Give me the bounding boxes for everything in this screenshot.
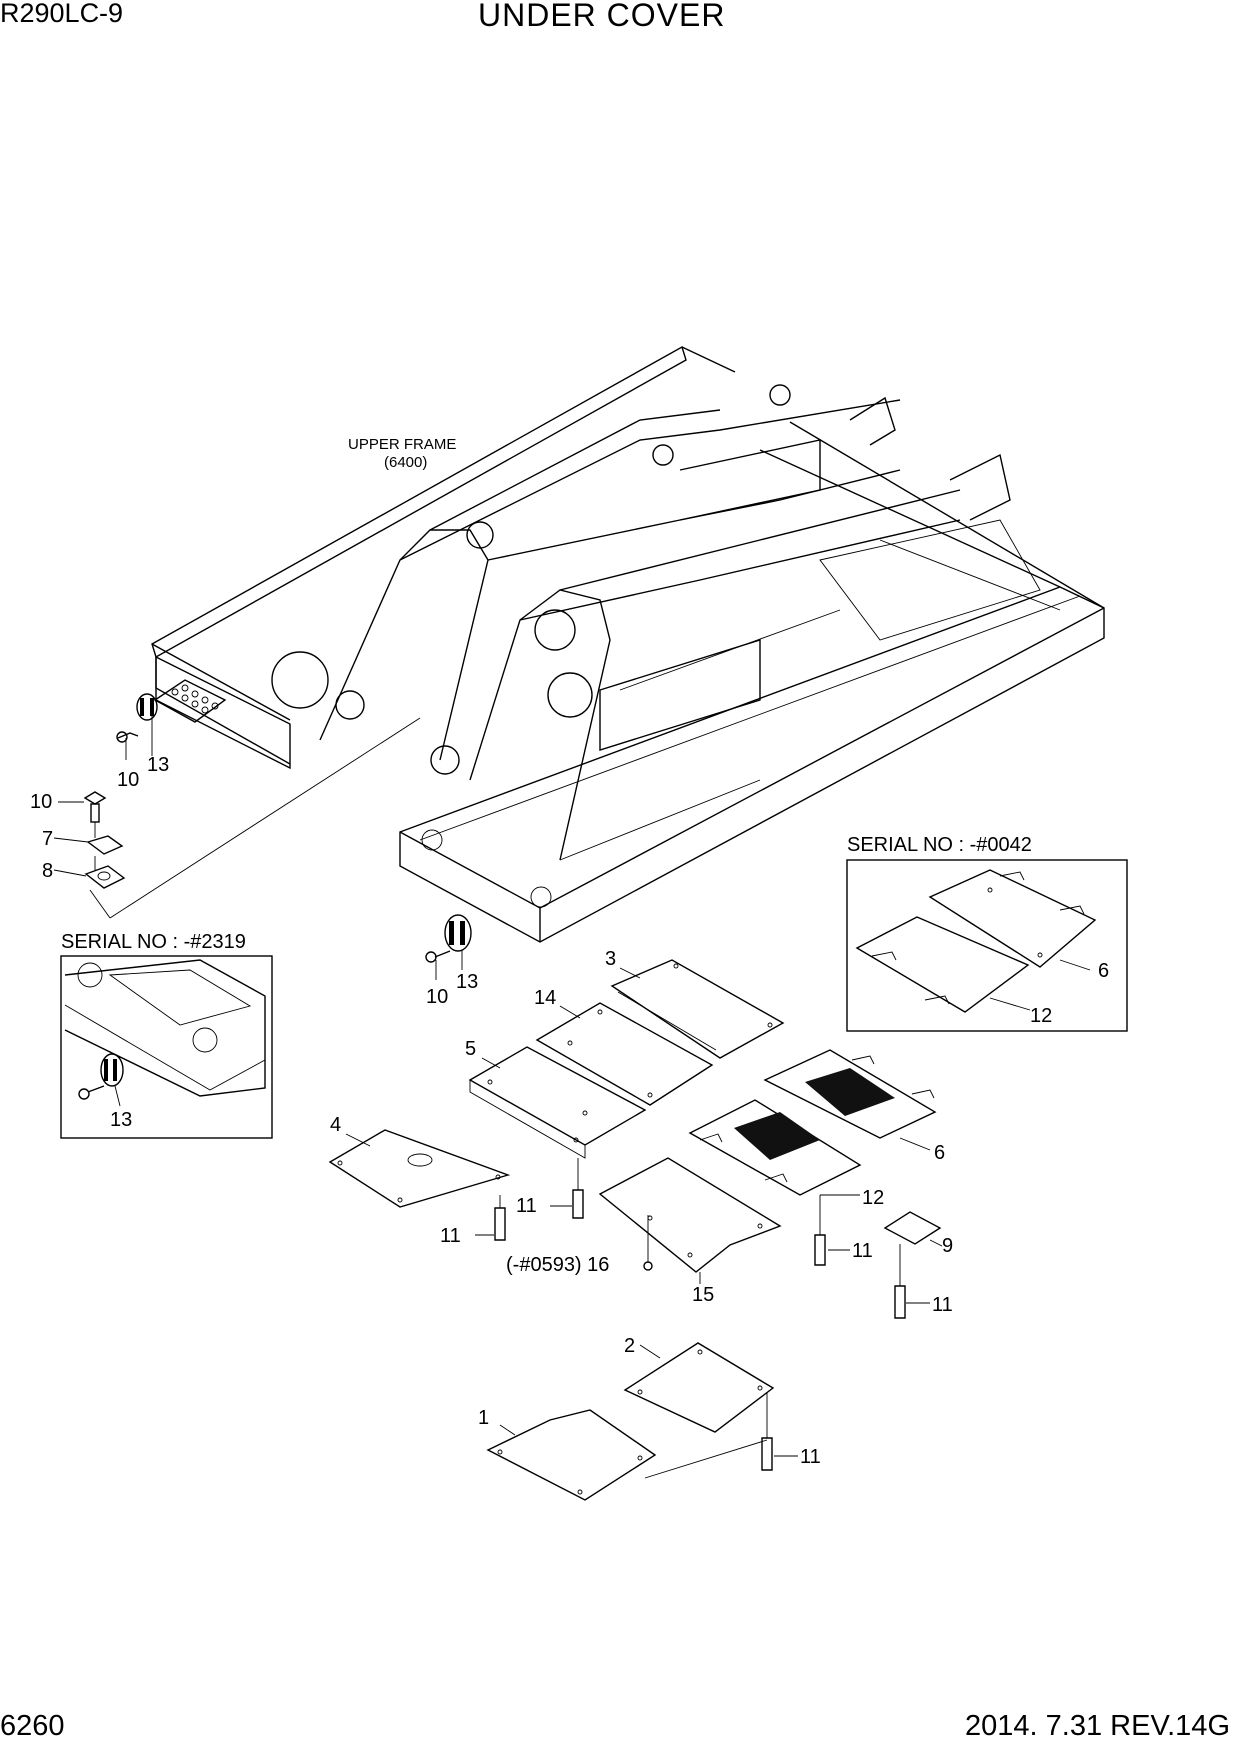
cover-6 xyxy=(763,1049,937,1151)
callout-12-inset: 12 xyxy=(1030,1005,1052,1027)
callout-7: 7 xyxy=(42,828,53,850)
page-number: 6260 xyxy=(0,1710,65,1742)
callout-6-inset: 6 xyxy=(1098,960,1109,982)
page-title: UNDER COVER xyxy=(478,0,726,33)
callout-10: 10 xyxy=(117,769,139,791)
callout-11-b: 11 xyxy=(440,1225,461,1247)
callout-4: 4 xyxy=(330,1114,341,1136)
inset-right-label: SERIAL NO : -#0042 xyxy=(847,834,1032,856)
cover-14 xyxy=(535,1002,714,1106)
cover-4 xyxy=(328,1129,511,1208)
rear-grommet-group xyxy=(425,914,472,980)
upper-frame-code: (6400) xyxy=(384,454,427,471)
callout-11-a: 11 xyxy=(516,1195,537,1217)
callout-10-rear: 10 xyxy=(426,986,448,1008)
cover-15 xyxy=(598,1157,782,1284)
callout-8: 8 xyxy=(42,860,53,882)
callout-13-inset: 13 xyxy=(110,1109,132,1131)
callout-15: 15 xyxy=(692,1284,714,1306)
step-holes xyxy=(171,684,219,714)
inset-left-label: SERIAL NO : -#2319 xyxy=(61,931,246,953)
callout-14: 14 xyxy=(534,987,556,1009)
callout-5: 5 xyxy=(465,1038,476,1060)
callout-11-e: 11 xyxy=(800,1446,821,1468)
cover-1 xyxy=(486,1409,657,1501)
cover-3 xyxy=(610,959,785,1059)
left-plate-stack xyxy=(83,717,421,919)
inset-left xyxy=(60,955,273,1139)
bracket-9 xyxy=(883,1211,943,1286)
callout-13: 13 xyxy=(147,754,169,776)
callout-12: 12 xyxy=(862,1187,884,1209)
callout-11-d: 11 xyxy=(932,1294,953,1316)
front-grommet-group xyxy=(116,693,158,760)
cover-5 xyxy=(468,1046,647,1159)
upper-frame-assembly: UPPER FRAME (6400) xyxy=(151,345,1105,943)
cover-12 xyxy=(688,1099,862,1196)
callout-11-c: 11 xyxy=(852,1240,873,1262)
callout-16: (-#0593) 16 xyxy=(506,1254,609,1276)
upper-frame-label: UPPER FRAME xyxy=(348,436,456,453)
callout-10-top: 10 xyxy=(30,791,52,813)
callout-1: 1 xyxy=(478,1407,489,1429)
callout-2: 2 xyxy=(624,1335,635,1357)
callout-13-rear: 13 xyxy=(456,971,478,993)
model-number: R290LC-9 xyxy=(0,0,124,28)
revision-date: 2014. 7.31 REV.14G xyxy=(965,1710,1230,1742)
cover-2 xyxy=(623,1342,775,1433)
callout-3: 3 xyxy=(605,948,616,970)
bolts-11 xyxy=(494,1158,906,1479)
callout-6: 6 xyxy=(934,1142,945,1164)
callout-9: 9 xyxy=(942,1235,953,1257)
inset-right xyxy=(846,859,1128,1032)
